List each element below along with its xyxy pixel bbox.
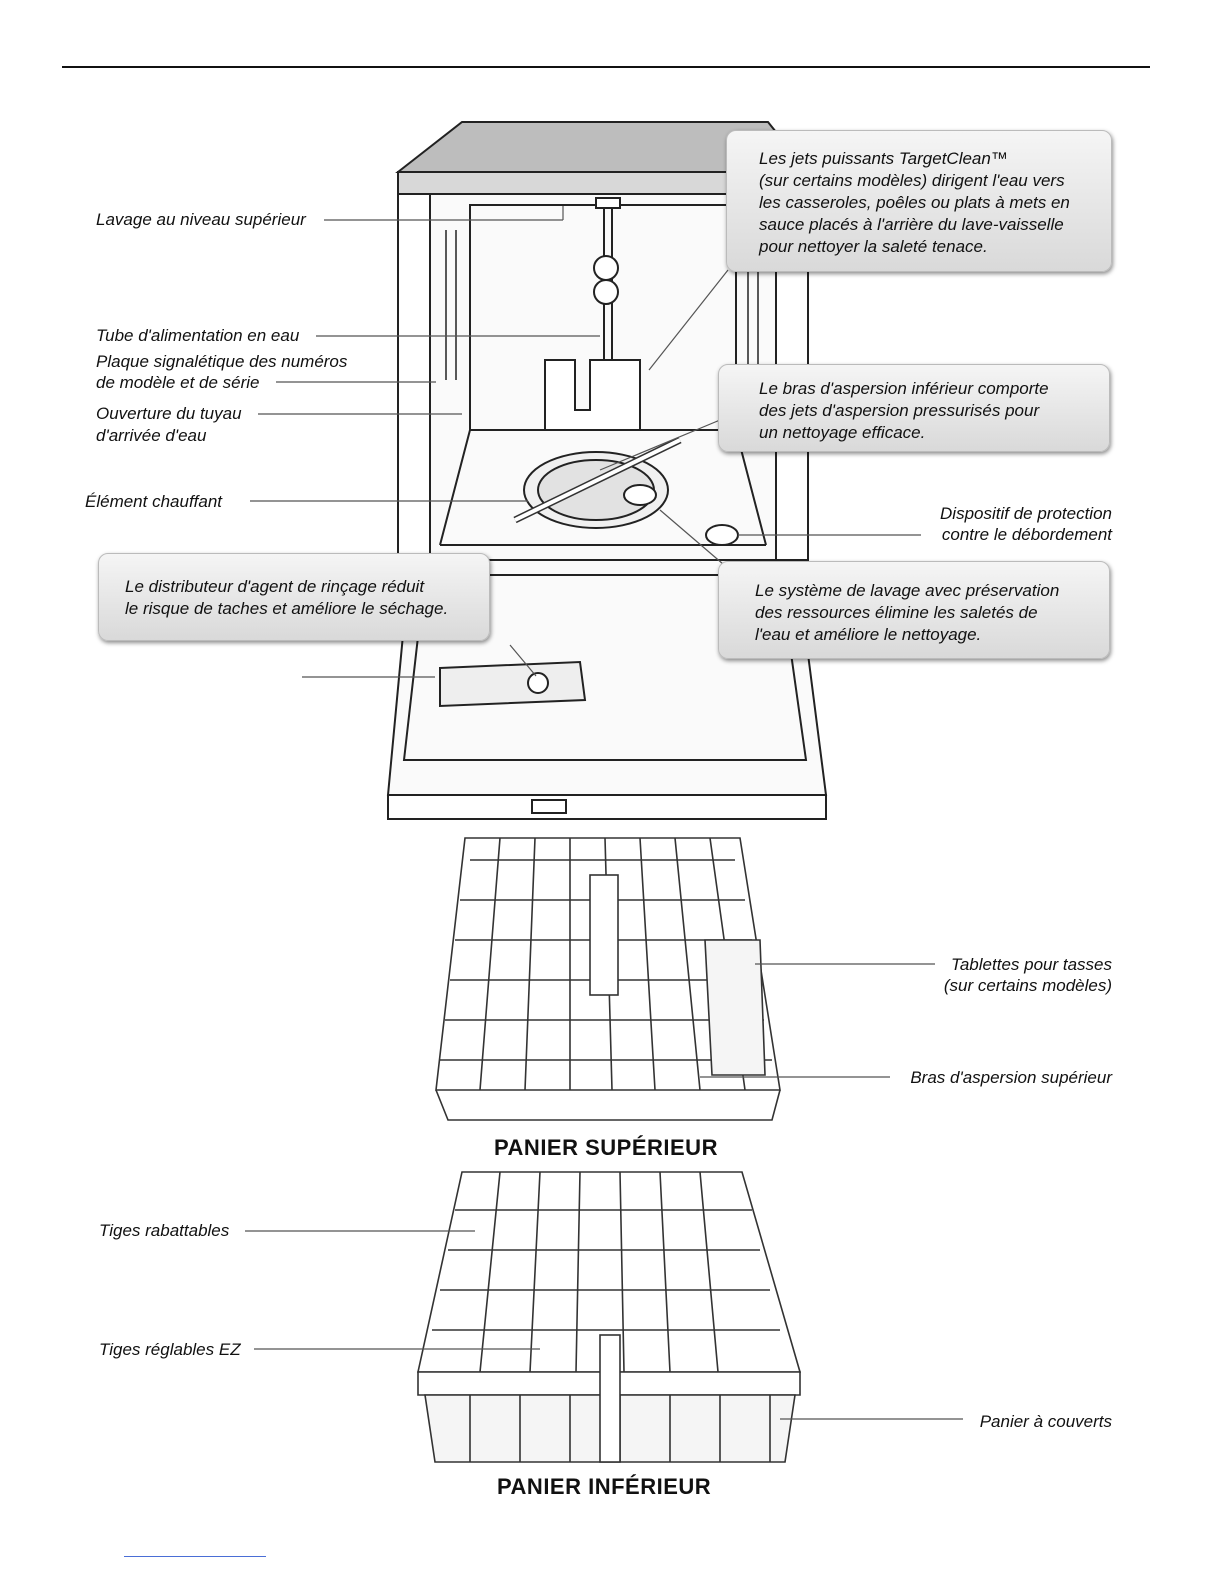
label-serial-plate-1: Plaque signalétique des numéros <box>96 352 348 371</box>
callout-line: (sur certains modèles) dirigent l'eau ve… <box>759 171 1065 190</box>
heading-upper-rack: PANIER SUPÉRIEUR <box>494 1135 718 1160</box>
callout-filtration: Le système de lavage avec préservation d… <box>718 561 1110 659</box>
callout-line: pour nettoyer la saleté tenace. <box>759 237 988 256</box>
callout-line: un nettoyage efficace. <box>759 423 926 442</box>
label-heater: Élément chauffant <box>85 492 223 511</box>
label-water-tube: Tube d'alimentation en eau <box>96 326 300 345</box>
label-serial-plate-2: de modèle et de série <box>96 373 260 392</box>
callout-lower-arm: Le bras d'aspersion inférieur comporte d… <box>718 364 1110 452</box>
label-ez-tines: Tiges réglables EZ <box>99 1340 241 1359</box>
label-inlet-2: d'arrivée d'eau <box>96 426 207 445</box>
label-cup-shelves-1: Tablettes pour tasses <box>951 955 1112 974</box>
label-upper-wash: Lavage au niveau supérieur <box>96 210 306 229</box>
heading-lower-rack: PANIER INFÉRIEUR <box>497 1474 712 1499</box>
label-overflow-2: contre le débordement <box>941 525 1112 544</box>
label-fold-tines: Tiges rabattables <box>99 1221 230 1240</box>
callout-line: le risque de taches et améliore le sécha… <box>125 599 449 618</box>
callout-line: Les jets puissants TargetClean™ <box>759 149 1008 168</box>
callout-line: Le distributeur d'agent de rinçage rédui… <box>125 577 425 596</box>
callout-line: les casseroles, poêles ou plats à mets e… <box>759 193 1070 212</box>
label-silverware-basket: Panier à couverts <box>979 1412 1112 1431</box>
label-overflow-1: Dispositif de protection <box>940 504 1112 523</box>
callout-line: des ressources élimine les saletés de <box>755 603 1038 622</box>
callout-line: Le système de lavage avec préservation <box>755 581 1060 600</box>
callout-line: Le bras d'aspersion inférieur comporte <box>759 379 1049 398</box>
label-inlet-1: Ouverture du tuyau <box>96 404 242 423</box>
label-upper-spray-arm: Bras d'aspersion supérieur <box>910 1068 1112 1087</box>
callout-line: sauce placés à l'arrière du lave-vaissel… <box>759 215 1064 234</box>
footer-link-underline <box>124 1556 266 1557</box>
callout-rinse-aid: Le distributeur d'agent de rinçage rédui… <box>98 553 490 641</box>
label-cup-shelves-2: (sur certains modèles) <box>943 976 1112 995</box>
top-rule <box>62 66 1150 68</box>
callout-targetclean: Les jets puissants TargetClean™ (sur cer… <box>726 130 1112 272</box>
callout-line: l'eau et améliore le nettoyage. <box>755 625 982 644</box>
callout-line: des jets d'aspersion pressurisés pour <box>759 401 1040 420</box>
